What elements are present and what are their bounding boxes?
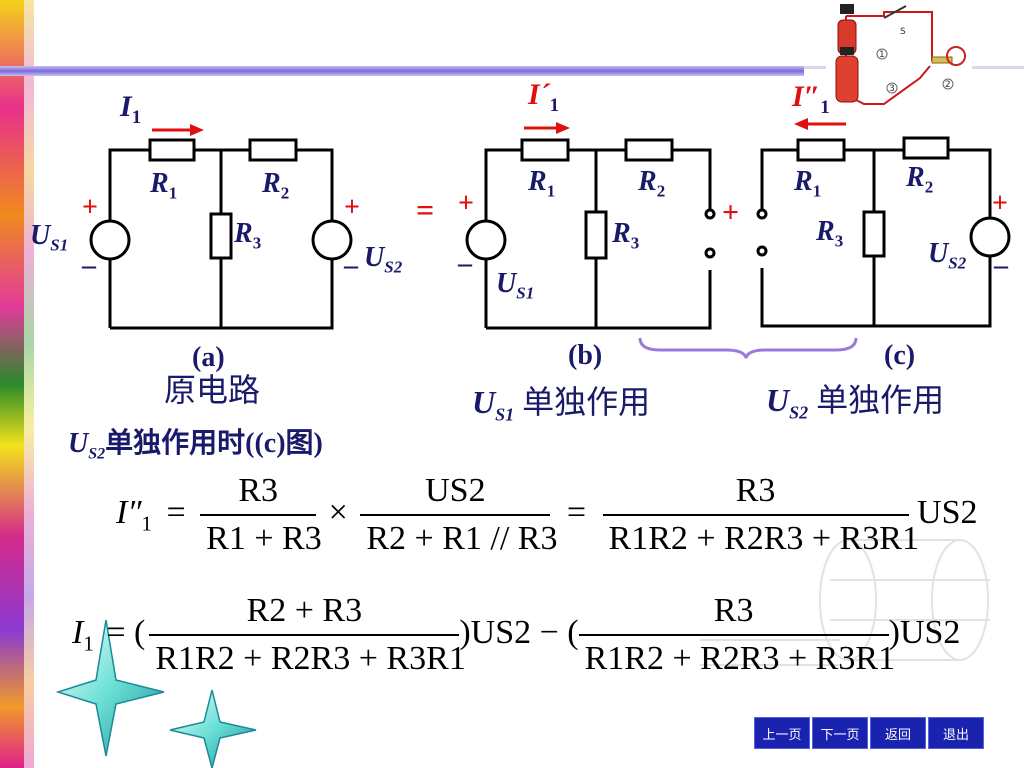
circuit-photo: S 1 3 2 xyxy=(826,4,972,112)
exit-button[interactable]: 退出 xyxy=(928,717,984,749)
voltage-source-us2-c xyxy=(969,216,1011,258)
plus-sign: + xyxy=(344,192,360,223)
circuit-b-components xyxy=(465,138,716,261)
back-button[interactable]: 返回 xyxy=(870,717,926,749)
circuit-a-components xyxy=(89,138,353,261)
next-page-button[interactable]: 下一页 xyxy=(812,717,868,749)
voltage-source-us1-b xyxy=(465,219,507,261)
voltage-source-us2 xyxy=(311,219,353,261)
label-us2-a: US2 xyxy=(364,242,403,277)
photo-label-2: 2 xyxy=(945,80,951,90)
label-us2-c: US2 xyxy=(928,238,967,273)
label-us1-b: US1 xyxy=(496,268,535,303)
label-r2-c: R2 xyxy=(906,162,934,197)
resistor-r2-b xyxy=(624,138,674,162)
resistor-r2-c xyxy=(902,136,950,160)
resistor-r1-b xyxy=(520,138,570,162)
circuit-c-components xyxy=(756,136,1011,258)
photo-label-1: 1 xyxy=(879,50,885,60)
plus-sign: + xyxy=(992,188,1008,219)
decorative-stars xyxy=(55,619,257,768)
caption-a-title: 原电路 xyxy=(164,371,261,409)
equals-operator: = xyxy=(416,192,435,228)
photo-label-switch: S xyxy=(900,27,906,37)
resistor-r1 xyxy=(148,138,196,162)
terminal-dot xyxy=(756,208,768,220)
minus-sign: – xyxy=(344,250,358,281)
brace xyxy=(638,337,858,359)
plus-sign: + xyxy=(82,192,98,223)
circuit-b xyxy=(484,148,712,330)
resistor-r3-b xyxy=(584,210,608,260)
plus-sign: + xyxy=(458,188,474,219)
label-r3-a: R3 xyxy=(234,218,262,253)
current-arrow-a xyxy=(152,124,204,136)
plus-operator: + xyxy=(722,196,740,229)
label-us1-a: US1 xyxy=(30,220,69,255)
current-arrow-c xyxy=(794,118,846,130)
label-r1-b: R1 xyxy=(528,166,556,201)
section-heading: US2单独作用时((c)图) xyxy=(68,428,323,463)
minus-sign: – xyxy=(994,250,1008,281)
label-r2-a: R2 xyxy=(262,168,290,203)
label-r3-b: R3 xyxy=(612,218,640,253)
photo-label-3: 3 xyxy=(889,84,895,94)
resistor-r1-c xyxy=(796,138,846,162)
current-label-i1-prime: I´1 xyxy=(528,78,560,116)
prev-page-button[interactable]: 上一页 xyxy=(754,717,810,749)
caption-c: (c) xyxy=(884,340,916,371)
current-label-i1-double-prime: I″1 xyxy=(792,80,830,118)
voltage-source-us1 xyxy=(89,219,131,261)
label-r1-c: R1 xyxy=(794,166,822,201)
minus-sign: – xyxy=(82,250,96,281)
minus-sign: – xyxy=(458,248,472,279)
title-divider-bar xyxy=(0,66,804,76)
terminal-dot xyxy=(704,247,716,259)
watermark-drawing xyxy=(700,539,990,666)
resistor-r2 xyxy=(248,138,298,162)
terminal-dot xyxy=(756,245,768,257)
label-r2-b: R2 xyxy=(638,166,666,201)
current-label-i1: I1 xyxy=(120,90,142,128)
decorative-left-strip xyxy=(0,0,24,768)
label-r1-a: R1 xyxy=(150,168,178,203)
circuit-c xyxy=(760,148,992,328)
current-arrow-b xyxy=(524,122,570,134)
resistor-r3 xyxy=(209,212,233,260)
caption-c-title: US2 单独作用 xyxy=(766,381,945,423)
caption-a: (a) xyxy=(192,342,225,373)
terminal-dot xyxy=(704,208,716,220)
caption-b-title: US1 单独作用 xyxy=(472,383,651,425)
caption-b: (b) xyxy=(568,340,603,371)
label-r3-c: R3 xyxy=(816,216,844,251)
decorative-left-strip-light xyxy=(24,0,34,768)
resistor-r3-c xyxy=(862,210,886,258)
